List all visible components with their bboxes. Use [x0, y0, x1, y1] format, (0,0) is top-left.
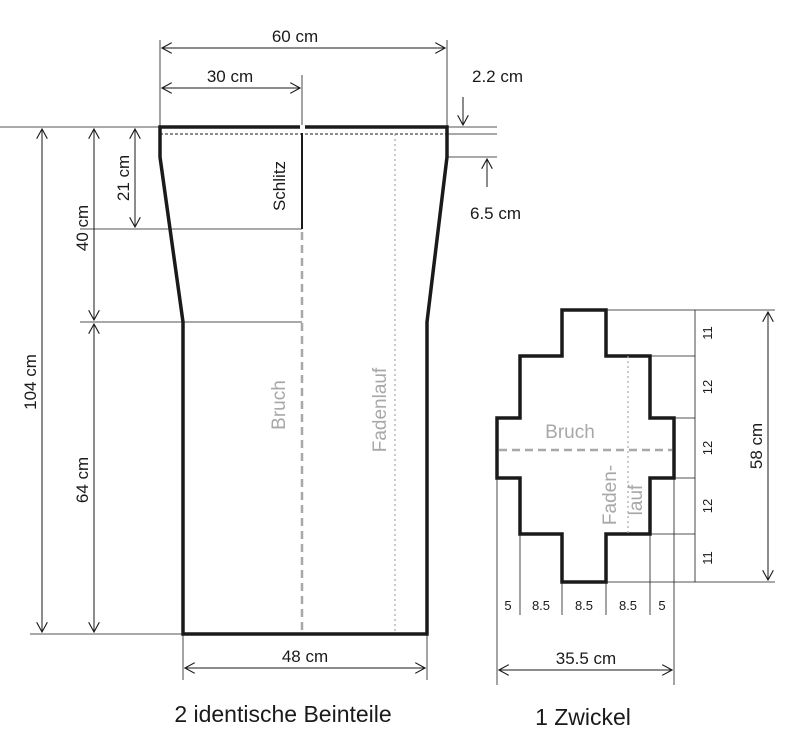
label-total-height: 104 cm [21, 354, 40, 410]
label-bottom-width: 48 cm [282, 647, 328, 666]
slit-gap [300, 125, 305, 133]
label-top-width: 60 cm [272, 27, 318, 46]
gusset-label-fold: Bruch [545, 422, 595, 443]
label-upper-height: 40 cm [73, 205, 92, 251]
gusset-row-height-1: 11 [700, 326, 715, 340]
gusset-outline [495, 308, 676, 584]
caption-gusset: 1 Zwickel [535, 704, 631, 730]
gusset-label-grain-2: lauf [626, 484, 647, 515]
gusset-label-grain-1: Faden- [600, 465, 621, 525]
gusset-label-width: 35.5 cm [556, 649, 616, 668]
gusset-col-width-5: 5 [658, 598, 665, 613]
gusset-col-width-1: 5 [504, 598, 511, 613]
label-side-allowance: 6.5 cm [470, 204, 521, 223]
label-grain: Fadenlauf [370, 367, 391, 452]
caption-leg: 2 identische Beinteile [174, 701, 391, 727]
gusset-row-height-3: 12 [700, 441, 715, 455]
label-fold: Bruch [269, 380, 290, 430]
label-slit-length: 21 cm [114, 155, 133, 201]
gusset-row-height-2: 12 [700, 380, 715, 394]
label-top-allowance: 2.2 cm [472, 67, 523, 86]
leg-piece: 60 cm 30 cm 2.2 cm 6.5 cm 104 cm 40 cm 2… [0, 27, 523, 727]
leg-outline [158, 125, 449, 636]
label-slit: Schlitz [270, 161, 289, 211]
gusset-row-height-5: 11 [700, 551, 715, 565]
label-half-width: 30 cm [207, 67, 253, 86]
gusset-col-width-3: 8.5 [575, 598, 593, 613]
gusset-label-height: 58 cm [747, 423, 766, 469]
gusset-row-height-4: 12 [700, 499, 715, 513]
gusset-col-width-2: 8.5 [532, 598, 550, 613]
label-lower-height: 64 cm [73, 457, 92, 503]
gusset-col-width-4: 8.5 [619, 598, 637, 613]
gusset-piece: Bruch Faden- lauf 11 12 12 12 11 58 cm 5… [495, 308, 775, 730]
